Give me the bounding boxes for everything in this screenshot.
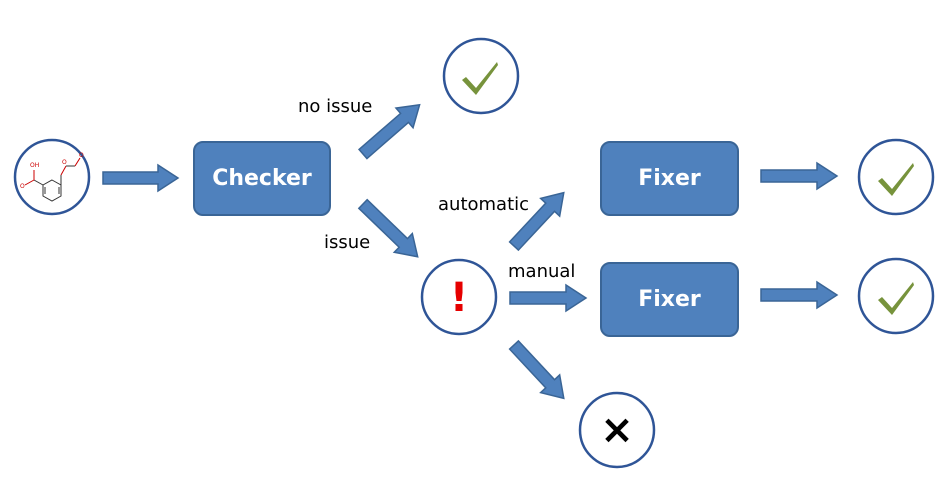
arrow-reject bbox=[508, 339, 565, 400]
arrow-fixer-auto-to-success bbox=[760, 161, 839, 191]
molecule-atom-label: O bbox=[20, 183, 25, 190]
arrow-no-issue bbox=[358, 103, 421, 160]
success-node-automatic bbox=[857, 138, 935, 216]
checker-box: Checker bbox=[193, 141, 331, 216]
success-node-manual bbox=[857, 257, 935, 335]
molecule-atom-label: O bbox=[62, 159, 67, 166]
molecule-atom-label: O bbox=[79, 152, 84, 159]
fixer-automatic-box: Fixer bbox=[600, 141, 739, 216]
cross-icon: × bbox=[600, 407, 634, 453]
alert-node: ! bbox=[420, 258, 498, 336]
molecule-atom-label: OH bbox=[30, 162, 39, 169]
fixer-manual-box: Fixer bbox=[600, 262, 739, 337]
arrow-issue bbox=[357, 198, 419, 258]
arrow-manual bbox=[509, 283, 588, 313]
reject-node: × bbox=[578, 391, 656, 469]
arrow-fixer-manual-to-success bbox=[760, 280, 839, 310]
arrow-automatic bbox=[508, 191, 565, 252]
edge-label-issue: issue bbox=[324, 232, 371, 253]
molecule-icon bbox=[24, 157, 81, 202]
success-node-no-issue bbox=[442, 37, 520, 115]
exclamation-icon: ! bbox=[450, 275, 468, 321]
edge-label-automatic: automatic bbox=[438, 194, 530, 215]
edge-label-manual: manual bbox=[508, 261, 576, 282]
input-molecule-node: OH O O O bbox=[13, 138, 91, 216]
edge-label-no-issue: no issue bbox=[298, 96, 373, 117]
arrow-input-to-checker bbox=[102, 163, 180, 193]
